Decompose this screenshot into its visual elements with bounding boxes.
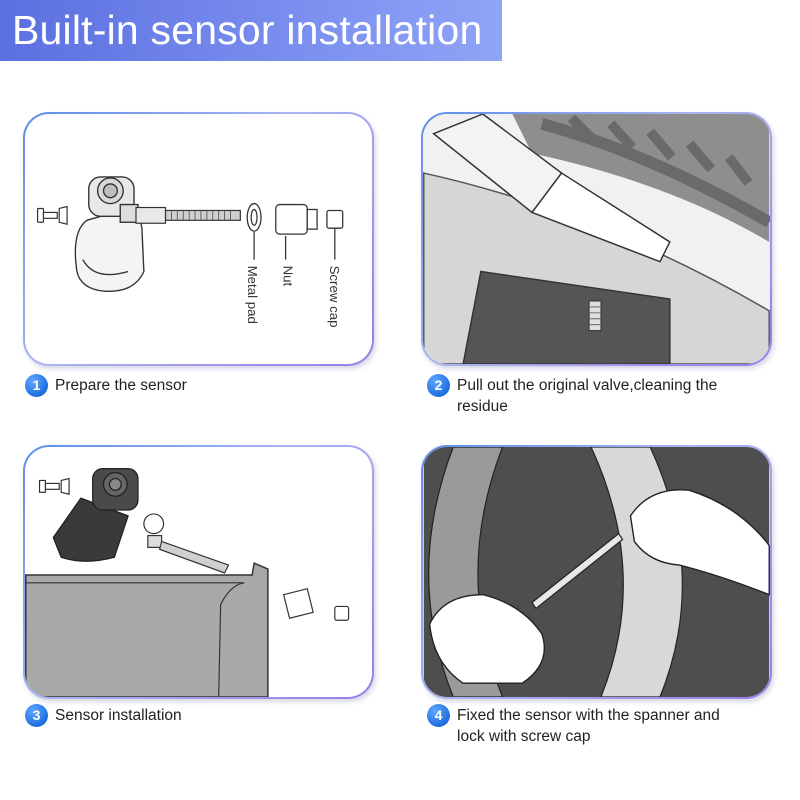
valve-stem-icon — [144, 514, 229, 573]
spanner-illustration — [421, 445, 772, 699]
pull-valve-illustration — [421, 112, 772, 366]
step-caption: Pull out the original valve,cleaning the… — [457, 375, 747, 417]
screw-cap-label: Screw cap — [327, 266, 342, 328]
spanner-drawing — [423, 447, 770, 697]
step-3: 3 Sensor installation — [25, 704, 182, 727]
nut-label: Nut — [281, 266, 296, 287]
step-caption: Fixed the sensor with the spanner and lo… — [457, 705, 747, 747]
step-1: 1 Prepare the sensor — [25, 374, 187, 397]
step-number-badge: 4 — [427, 704, 450, 727]
screw-cap-icon — [335, 606, 349, 620]
step-number-badge: 2 — [427, 374, 450, 397]
step-caption: Sensor installation — [55, 705, 182, 726]
step-caption: Prepare the sensor — [55, 375, 187, 396]
page-title: Built-in sensor installation — [0, 0, 502, 61]
sensor-parts-illustration: Metal pad Nut Screw cap — [23, 112, 374, 366]
sensor-installation-drawing — [25, 447, 372, 697]
sensor-parts-drawing: Metal pad Nut Screw cap — [25, 114, 372, 364]
sensor-body-icon — [75, 177, 144, 291]
metal-pad-label: Metal pad — [245, 266, 260, 324]
step-number-badge: 3 — [25, 704, 48, 727]
screw-icon — [40, 478, 70, 494]
nut-icon — [276, 205, 317, 260]
rim-section-icon — [26, 563, 268, 697]
nut-icon — [284, 589, 314, 619]
screw-icon — [38, 207, 68, 225]
step-4: 4 Fixed the sensor with the spanner and … — [427, 704, 747, 747]
valve-stem-icon — [136, 208, 240, 224]
sensor-installation-illustration — [23, 445, 374, 699]
pull-valve-drawing — [423, 114, 770, 364]
valve-icon — [589, 301, 601, 331]
step-number-badge: 1 — [25, 374, 48, 397]
screw-cap-icon — [327, 210, 343, 259]
step-2: 2 Pull out the original valve,cleaning t… — [427, 374, 747, 417]
metal-pad-icon — [247, 204, 261, 260]
